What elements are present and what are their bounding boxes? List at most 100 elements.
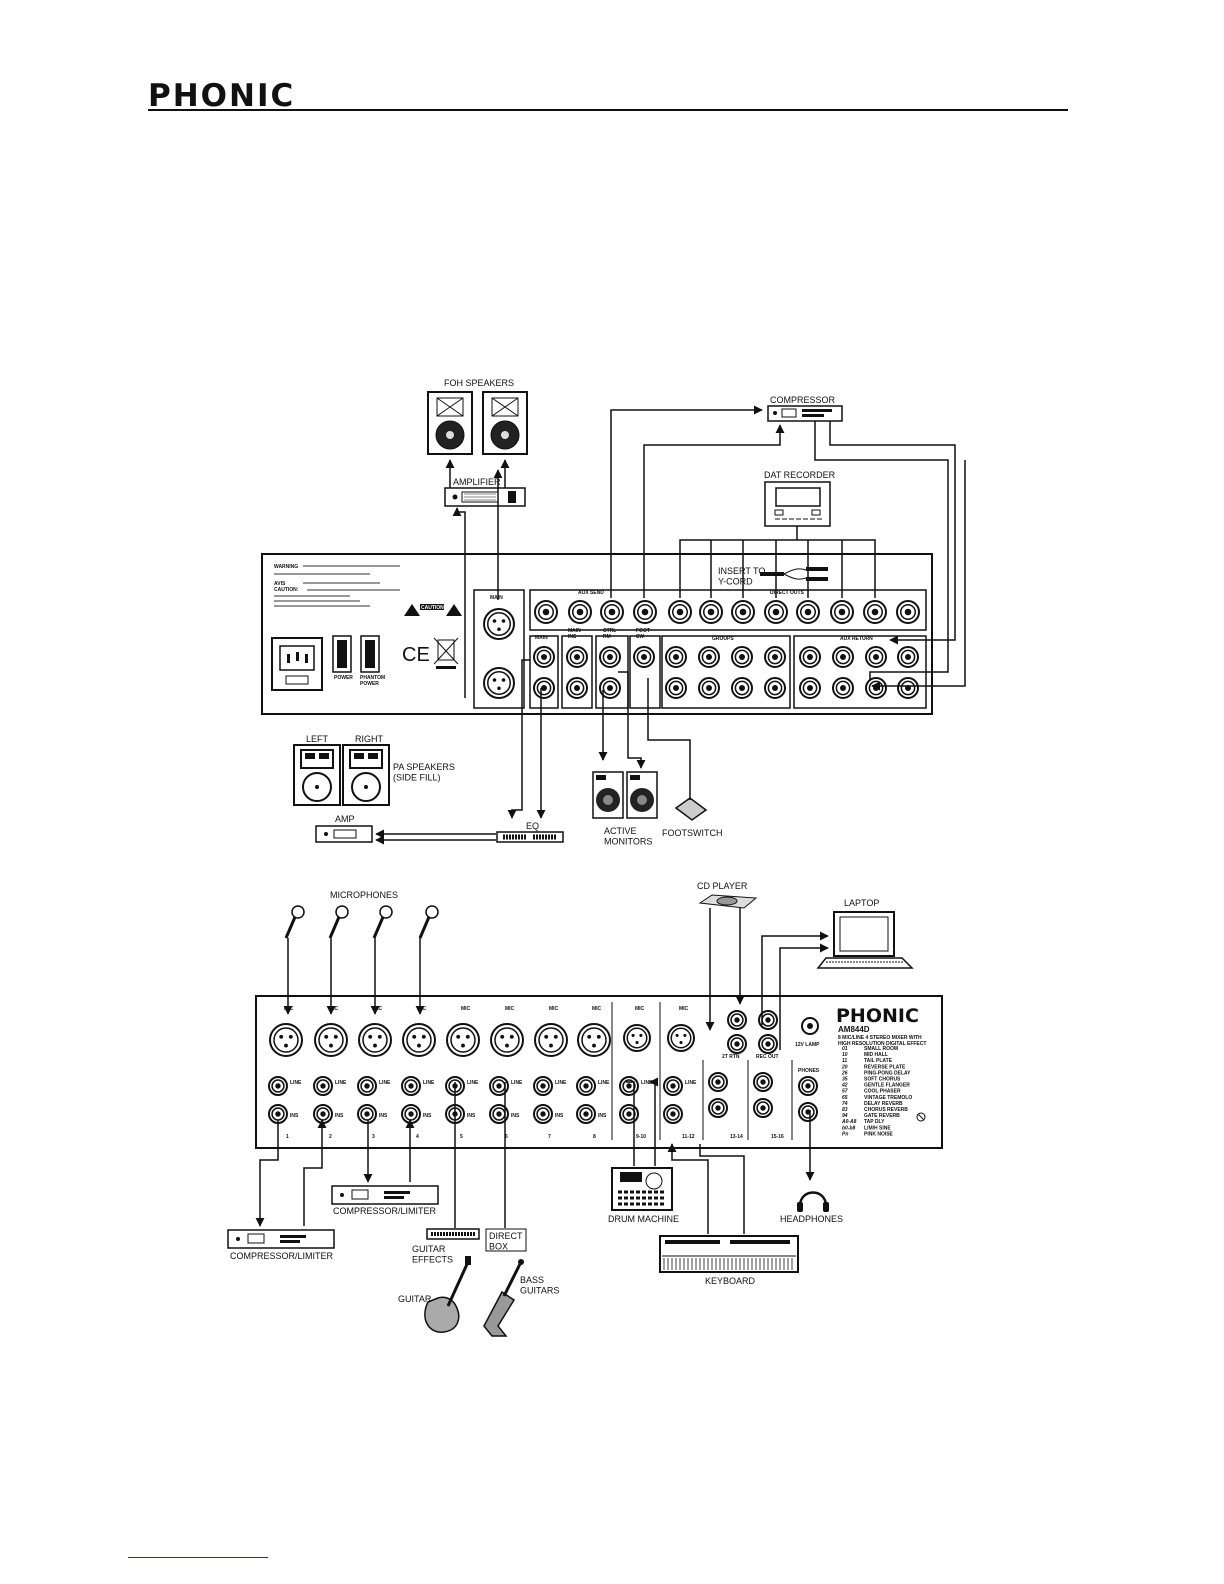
ins-jack (576, 1104, 596, 1124)
front-brand-label: PHONIC (836, 1005, 919, 1027)
amp-icon (315, 825, 373, 843)
direct-out-jack (896, 600, 920, 624)
channel-number: 7 (548, 1134, 551, 1140)
weee-bin-icon (433, 637, 459, 669)
rca-jack (758, 1034, 778, 1054)
line-label: LINE (379, 1080, 391, 1086)
direct-out-jack (699, 600, 723, 624)
power-inlet-icon (271, 637, 323, 691)
preset-code: 57 (842, 1089, 848, 1095)
mic-xlr-jack (623, 1024, 651, 1052)
preset-name: SOFT CHORUS (864, 1077, 901, 1083)
aux-direct-frame (529, 589, 927, 631)
amplifier-label: AMPLIFIER (453, 477, 501, 487)
preset-code: 10 (842, 1052, 848, 1058)
bass-guitar-icon (483, 1259, 524, 1337)
ins-label: INS (423, 1113, 432, 1119)
keyboard-icon (659, 1235, 799, 1273)
channel-number: 13-14 (730, 1134, 743, 1140)
mic-xlr-jack (446, 1023, 480, 1057)
ins-jack (489, 1104, 509, 1124)
mic-label: MIC (284, 1006, 294, 1012)
headphones-icon (797, 1191, 829, 1212)
compressor-limiter-2-label: COMPRESSOR/LIMITER (333, 1206, 437, 1216)
preset-code: 42 (841, 1083, 848, 1089)
caution-sticker-label: CAUTION (421, 605, 444, 611)
channel-number: 8 (593, 1134, 596, 1140)
ins-label: INS (598, 1113, 607, 1119)
group-jack (731, 677, 753, 699)
mic-label: MIC (592, 1006, 602, 1012)
phantom-power-switch[interactable] (360, 635, 380, 673)
cd-player-label: CD PLAYER (697, 881, 748, 891)
compressor-limiter-1-icon (227, 1229, 335, 1249)
group-jack (698, 677, 720, 699)
ctrl-rm-jack (599, 677, 621, 699)
line-jack (663, 1076, 683, 1096)
line-jack (489, 1076, 509, 1096)
direct-outs-label: DIRECT OUTS (770, 590, 805, 596)
direct-out-jack (764, 600, 788, 624)
direct-out-jack (830, 600, 854, 624)
caution-text: CAUTION: (274, 587, 299, 593)
lamp-socket[interactable] (801, 1017, 819, 1035)
aux-return-jack (799, 646, 821, 668)
preset-code: 11 (842, 1058, 847, 1064)
ins-jack (357, 1104, 377, 1124)
aux-return-jack (865, 677, 887, 699)
main-label: MAIN (535, 635, 548, 641)
line-jack (313, 1076, 333, 1096)
mic-xlr-jack (269, 1023, 303, 1057)
channel-number: 2 (329, 1134, 332, 1140)
rear-cables (375, 405, 966, 845)
microphones-group (284, 905, 439, 939)
preset-code: 20 (841, 1064, 848, 1070)
foh-speaker-right-icon (482, 391, 528, 455)
dat-recorder-icon (764, 481, 831, 527)
right-label: RIGHT (355, 734, 384, 744)
guitar-icon (424, 1256, 471, 1333)
channel-number: 1 (286, 1134, 289, 1140)
guitar-effects-icon (426, 1228, 480, 1240)
power-switch[interactable] (332, 635, 352, 673)
preset-name: MID HALL (864, 1052, 888, 1058)
line-jack (401, 1076, 421, 1096)
preset-name: TAP DLY (864, 1119, 885, 1125)
mic-xlr-jack (402, 1023, 436, 1057)
channel-number: 6 (505, 1134, 508, 1140)
main-out-jack (533, 646, 555, 668)
screw-icon (916, 1112, 926, 1122)
aux-send-jack (568, 600, 592, 624)
line-label: LINE (467, 1080, 479, 1086)
main-xlr-right-jack (483, 667, 515, 699)
brand-logo: PHONIC (148, 78, 296, 114)
channel-number: 3 (372, 1134, 375, 1140)
aux-return-jack (897, 646, 919, 668)
ins-jack (533, 1104, 553, 1124)
foot-sw-jack (633, 646, 655, 668)
header-rule (148, 109, 1068, 111)
preset-code: 74 (842, 1101, 848, 1107)
foh-speaker-left-icon (427, 391, 473, 455)
active-monitor-left-icon (592, 771, 624, 819)
pa-speaker-left-icon (293, 744, 341, 806)
mic-label: MIC (679, 1006, 689, 1012)
phones-label: PHONES (798, 1068, 820, 1074)
line-jack (576, 1076, 596, 1096)
ycord-plug-icon (760, 567, 828, 581)
aux-return-jack (832, 646, 854, 668)
preset-name: PINK NOISE (864, 1131, 894, 1137)
stereo-line-jack (708, 1072, 728, 1092)
direct-box-frame (485, 1228, 527, 1252)
aux-return-jack (897, 677, 919, 699)
foot-sw-box (629, 635, 661, 709)
channel-number: 15-16 (771, 1134, 784, 1140)
ce-mark-icon: CE (402, 644, 430, 666)
line-label: LINE (641, 1080, 653, 1086)
ins-label: INS (511, 1113, 520, 1119)
